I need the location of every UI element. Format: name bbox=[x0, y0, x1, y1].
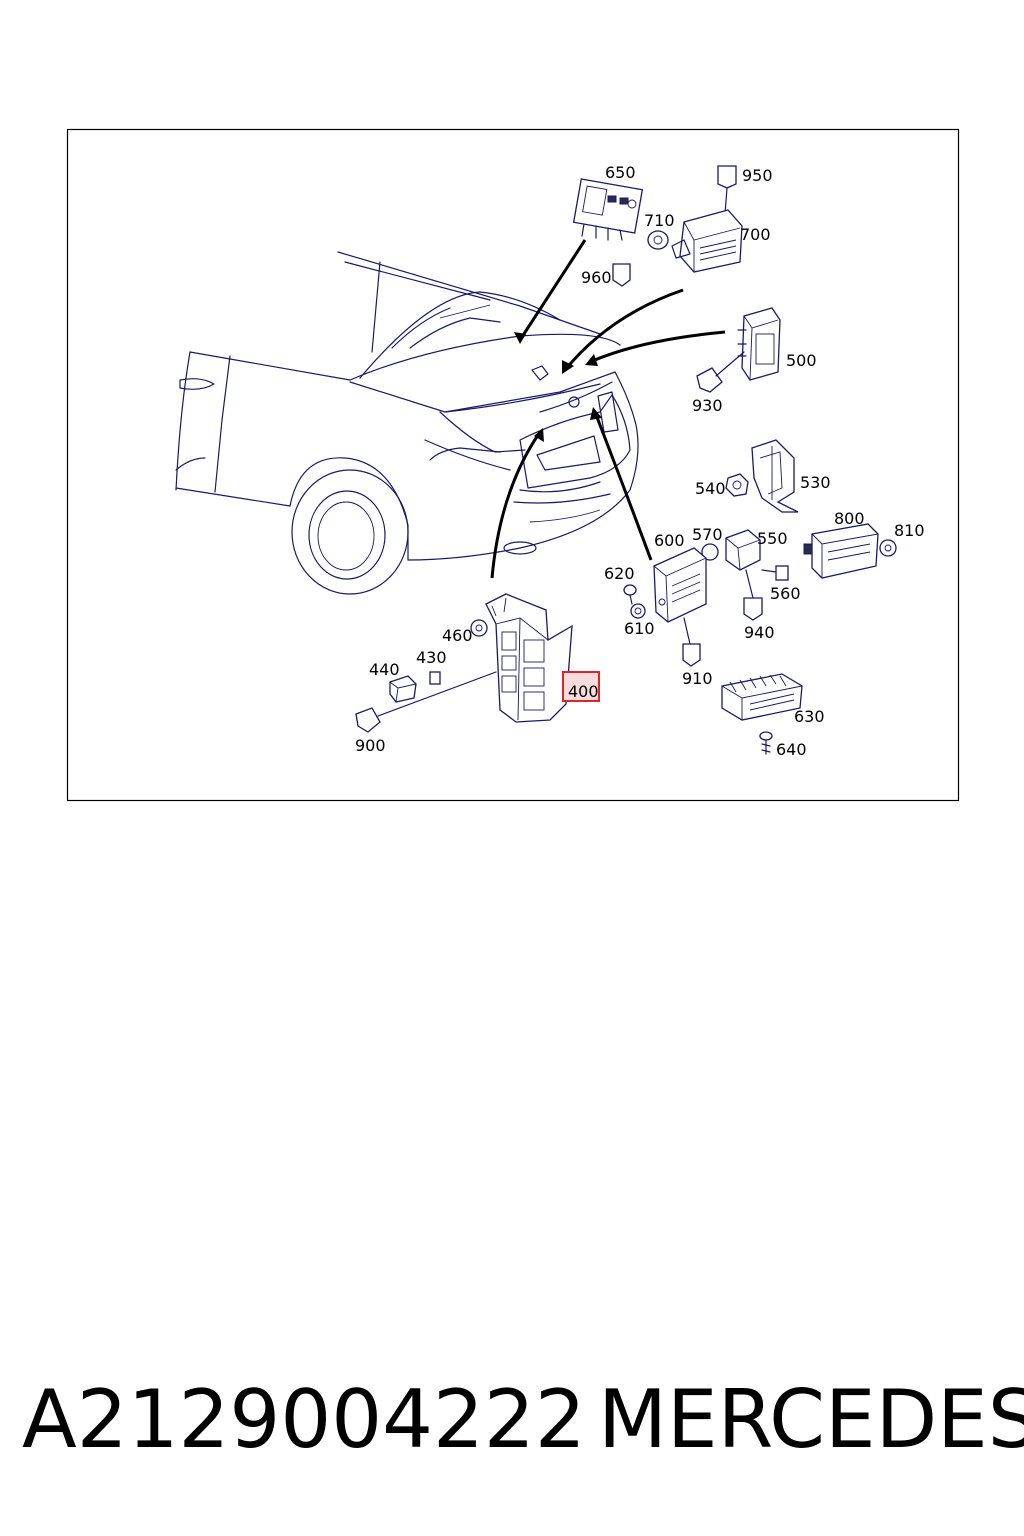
callout-570: 570 bbox=[692, 525, 723, 544]
callout-710: 710 bbox=[644, 211, 675, 230]
callout-620: 620 bbox=[604, 564, 635, 583]
part-430-fuse bbox=[429, 671, 441, 685]
callout-650: 650 bbox=[605, 163, 636, 182]
part-number: A2129004222 bbox=[22, 1373, 586, 1466]
part-950-connector bbox=[717, 165, 737, 189]
footer-caption: A2129004222 MERCEDES bbox=[0, 1370, 1024, 1470]
callout-610: 610 bbox=[624, 619, 655, 638]
callout-460: 460 bbox=[442, 626, 473, 645]
part-900-connector bbox=[355, 707, 381, 733]
callout-530: 530 bbox=[800, 473, 831, 492]
part-940-connector bbox=[743, 597, 763, 621]
part-400-fuse-box bbox=[485, 593, 573, 723]
callout-900: 900 bbox=[355, 736, 386, 755]
callout-600: 600 bbox=[654, 531, 685, 550]
part-620-screw bbox=[623, 584, 637, 605]
brand-name: MERCEDES bbox=[598, 1373, 1024, 1466]
callout-940: 940 bbox=[744, 623, 775, 642]
part-700-module bbox=[671, 209, 743, 273]
part-540-nut bbox=[725, 473, 749, 497]
part-710-washer bbox=[647, 230, 669, 250]
assembly-arrows bbox=[490, 239, 726, 579]
part-650-module bbox=[572, 178, 644, 241]
part-440-relay bbox=[389, 675, 417, 703]
part-910-connector bbox=[682, 643, 701, 667]
callout-550: 550 bbox=[757, 529, 788, 548]
part-530-bracket bbox=[751, 439, 799, 513]
callout-800: 800 bbox=[834, 509, 865, 528]
callout-700: 700 bbox=[740, 225, 771, 244]
highlight-box-400 bbox=[562, 671, 600, 702]
part-500-module bbox=[737, 307, 781, 381]
callout-500: 500 bbox=[786, 351, 817, 370]
callout-400: 400 bbox=[568, 682, 599, 701]
callout-630: 630 bbox=[794, 707, 825, 726]
part-810-washer bbox=[879, 539, 897, 557]
callout-430: 430 bbox=[416, 648, 447, 667]
part-800-module bbox=[803, 523, 879, 579]
callout-640: 640 bbox=[776, 740, 807, 759]
callout-560: 560 bbox=[770, 584, 801, 603]
part-560-screw bbox=[761, 565, 789, 581]
part-640-screw bbox=[759, 731, 773, 755]
part-460-nut bbox=[470, 619, 488, 637]
part-600-module bbox=[653, 547, 707, 623]
diagram-border bbox=[66, 128, 960, 802]
part-960-connector bbox=[612, 263, 631, 287]
part-570-washer bbox=[701, 543, 719, 561]
part-930-connector bbox=[696, 367, 723, 393]
car-rear-outline bbox=[175, 251, 639, 595]
part-610-nut bbox=[630, 603, 646, 619]
callout-910: 910 bbox=[682, 669, 713, 688]
callout-960: 960 bbox=[581, 268, 612, 287]
part-550-module bbox=[725, 529, 761, 571]
callout-930: 930 bbox=[692, 396, 723, 415]
callout-950: 950 bbox=[742, 166, 773, 185]
part-630-fuse-holder bbox=[721, 673, 803, 721]
callout-810: 810 bbox=[894, 521, 925, 540]
parts-diagram: 650 950 710 700 960 500 930 540 530 600 … bbox=[66, 128, 960, 802]
callout-540: 540 bbox=[695, 479, 726, 498]
callout-440: 440 bbox=[369, 660, 400, 679]
